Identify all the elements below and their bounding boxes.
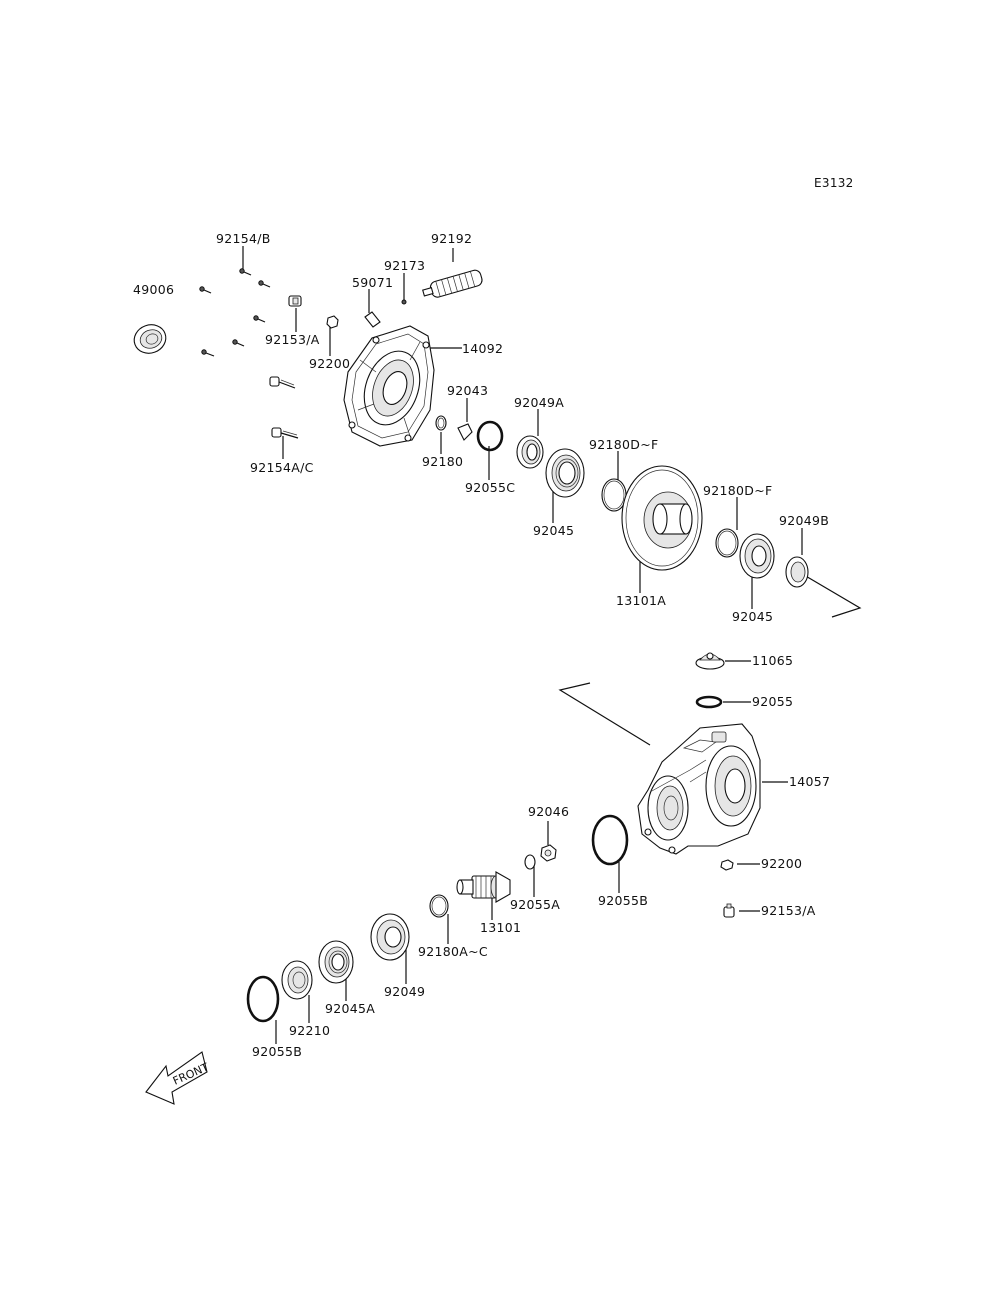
part-92200-top [326, 315, 339, 329]
part-92153a-top [288, 295, 302, 307]
part-92180d-f-shim-2 [715, 528, 739, 558]
part-13101a-gear [621, 465, 703, 571]
label-11065: 11065 [752, 653, 794, 668]
label-92200-top: 92200 [309, 356, 351, 371]
part-92180a-c-shim [429, 894, 449, 918]
part-49006-cap [133, 324, 167, 354]
part-92045-bearing-1 [545, 448, 585, 498]
part-92200-bottom [720, 859, 734, 871]
part-92055c-oring [476, 420, 504, 452]
label-92049: 92049 [384, 984, 426, 999]
front-arrow-icon: FRONT [145, 1051, 211, 1105]
part-92153a-bottom [723, 903, 735, 918]
label-92180: 92180 [422, 454, 464, 469]
label-92049b: 92049B [779, 513, 830, 528]
label-92154-b: 92154/B [216, 231, 271, 246]
label-92180d-f-2: 92180D~F [703, 483, 773, 498]
part-11065-cap [695, 652, 725, 670]
label-92055: 92055 [752, 694, 794, 709]
label-92049a: 92049A [514, 395, 565, 410]
part-14057-housing [637, 723, 761, 855]
part-92180d-f-shim-1 [601, 478, 627, 512]
label-92045a: 92045A [325, 1001, 376, 1016]
label-92210: 92210 [289, 1023, 331, 1038]
part-13101-pinion [456, 871, 511, 903]
label-92173: 92173 [384, 258, 426, 273]
part-92173-pin [401, 299, 407, 305]
label-92055b-2: 92055B [252, 1044, 303, 1059]
part-92049b-seal [785, 556, 809, 588]
label-92153-a-top: 92153/A [265, 332, 320, 347]
part-92046-nut [540, 844, 557, 862]
part-92049a-seal [516, 435, 544, 469]
part-14092-cover [343, 325, 435, 447]
part-92045-bearing-2 [739, 533, 775, 579]
label-92046: 92046 [528, 804, 570, 819]
bolts-group [199, 268, 299, 439]
label-92180a-c: 92180A~C [418, 944, 488, 959]
diagram-code: E3132 [814, 176, 854, 190]
part-92045a-bearing [318, 940, 354, 984]
label-92154a-c: 92154A/C [250, 460, 314, 475]
label-92192: 92192 [431, 231, 473, 246]
leader-lines [242, 246, 862, 1044]
label-59071: 59071 [352, 275, 394, 290]
label-49006: 49006 [133, 282, 175, 297]
part-92055a-ring [524, 854, 536, 870]
label-92045-1: 92045 [533, 523, 575, 538]
part-59071-clip [364, 311, 381, 328]
label-92045-2: 92045 [732, 609, 774, 624]
label-92200-bottom: 92200 [761, 856, 803, 871]
part-92055-oring [695, 695, 723, 709]
label-92055a: 92055A [510, 897, 561, 912]
part-92180-ring [435, 415, 447, 431]
label-92055b-1: 92055B [598, 893, 649, 908]
part-92210-seal [281, 960, 313, 1000]
label-13101: 13101 [480, 920, 522, 935]
label-92055c: 92055C [465, 480, 516, 495]
part-92055b-oring-1 [591, 814, 629, 866]
part-92043-pin [457, 423, 473, 441]
label-14092: 14092 [462, 341, 504, 356]
label-92180d-f-1: 92180D~F [589, 437, 659, 452]
label-92153-a-bottom: 92153/A [761, 903, 816, 918]
label-92043: 92043 [447, 383, 489, 398]
part-92055b-oring-2 [246, 975, 280, 1023]
part-92049-seal [370, 913, 410, 961]
part-92192-boot [422, 269, 483, 298]
label-13101a: 13101A [616, 593, 667, 608]
label-14057: 14057 [789, 774, 831, 789]
